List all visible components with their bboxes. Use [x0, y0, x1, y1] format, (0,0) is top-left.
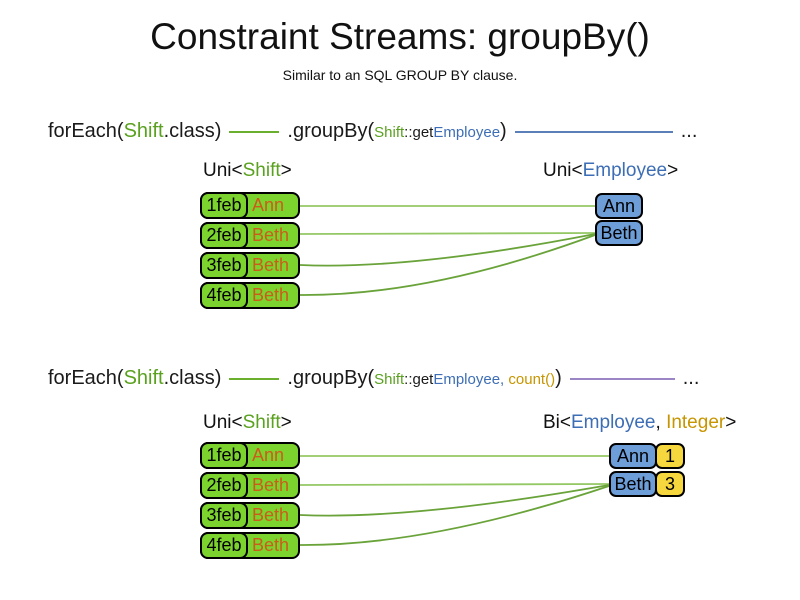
employee-type-token: Employee [571, 412, 656, 433]
shift-date-cell: 4feb [200, 282, 248, 309]
employee-result-box: Ann [609, 443, 657, 469]
label-text: Uni< [203, 160, 243, 181]
shift-type-token: Shift [374, 371, 405, 388]
count-result-box: 3 [655, 471, 685, 497]
shift-employee-cell: Beth [252, 535, 290, 555]
slide-subtitle: Similar to an SQL GROUP BY clause. [282, 67, 518, 83]
employee-type-token: Employee [433, 124, 501, 141]
count-result-box: 1 [655, 443, 685, 469]
uni-employee-label: Uni<Employee> [543, 160, 678, 182]
code-text: forEach( [48, 120, 124, 142]
shift-row: 1feb Ann [200, 442, 300, 469]
label-text: > [725, 412, 737, 433]
groupby-expression: .groupBy(Shift::getEmployee) [287, 120, 506, 143]
shift-employee-cell: Beth [252, 225, 290, 245]
code-text: forEach( [48, 367, 124, 389]
employee-type-token: Employee [582, 160, 668, 181]
uni-shift-label: Uni<Shift> [203, 412, 292, 434]
shift-employee-cell: Beth [252, 505, 290, 525]
connector-line-beth-2feb-2 [299, 483, 610, 486]
shift-type-token: Shift [242, 160, 281, 181]
shift-row: 1feb Ann [200, 192, 300, 219]
label-text: Uni< [543, 160, 583, 181]
groupby-expression: .groupBy(Shift::getEmployee, count()) [287, 367, 561, 390]
label-text: , [655, 412, 667, 433]
shift-date-cell: 1feb [200, 192, 248, 219]
foreach-expression: forEach(Shift.class) [48, 367, 221, 390]
shift-row: 2feb Beth [200, 222, 300, 249]
employee-result-box: Ann [595, 193, 643, 219]
shift-row: 4feb Beth [200, 532, 300, 559]
shift-row: 2feb Beth [200, 472, 300, 499]
ellipsis: ... [682, 367, 700, 389]
shift-type-token: Shift [374, 124, 405, 141]
slide-title: Constraint Streams: groupBy() [150, 16, 650, 57]
code-line-groupby: forEach(Shift.class) .groupBy(Shift::get… [48, 120, 697, 143]
connector-line-beth-3feb [299, 233, 596, 267]
employee-result-box: Beth [595, 220, 643, 246]
code-text: .groupBy( [287, 120, 375, 142]
label-text: Uni< [203, 412, 243, 433]
uni-shift-label: Uni<Shift> [203, 160, 292, 182]
connector-line-beth-2feb [299, 232, 596, 235]
connector-line-beth-3feb-2 [299, 484, 610, 517]
shift-type-token: Shift [123, 120, 164, 142]
code-text: .class) [163, 120, 222, 142]
label-text: > [667, 160, 679, 181]
label-text: > [280, 160, 292, 181]
ellipsis: ... [680, 120, 698, 142]
code-text: ) [555, 367, 562, 389]
shift-employee-cell: Beth [252, 475, 290, 495]
foreach-expression: forEach(Shift.class) [48, 120, 221, 143]
code-text: .groupBy( [287, 367, 375, 389]
shift-date-cell: 4feb [200, 532, 248, 559]
label-text: > [280, 412, 292, 433]
shift-table: 1feb Ann 2feb Beth 3feb Beth 4feb Beth [200, 192, 300, 309]
bi-employee-integer-label: Bi<Employee, Integer> [543, 412, 736, 434]
stream-line-green [229, 377, 280, 380]
stream-line-purple [569, 377, 675, 380]
shift-employee-cell: Ann [252, 445, 285, 465]
code-text: ::get [404, 371, 434, 388]
code-text: ) [500, 120, 507, 142]
label-text: Bi< [543, 412, 571, 433]
shift-date-cell: 3feb [200, 252, 248, 279]
shift-type-token: Shift [123, 367, 164, 389]
employee-result-box: Beth [609, 471, 657, 497]
shift-row: 3feb Beth [200, 502, 300, 529]
shift-employee-cell: Beth [252, 255, 290, 275]
shift-date-cell: 1feb [200, 442, 248, 469]
shift-table: 1feb Ann 2feb Beth 3feb Beth 4feb Beth [200, 442, 300, 559]
shift-employee-cell: Ann [252, 195, 285, 215]
connector-line-beth-4feb-2 [299, 485, 610, 546]
count-function-token: count() [504, 371, 556, 388]
employee-type-token: Employee, [433, 371, 505, 388]
shift-type-token: Shift [242, 412, 281, 433]
stream-line-blue [514, 130, 673, 133]
code-text: ::get [404, 124, 434, 141]
stream-line-green [229, 130, 280, 133]
shift-date-cell: 2feb [200, 472, 248, 499]
code-line-groupby-count: forEach(Shift.class) .groupBy(Shift::get… [48, 367, 699, 390]
shift-date-cell: 2feb [200, 222, 248, 249]
code-text: .class) [163, 367, 222, 389]
shift-employee-cell: Beth [252, 285, 290, 305]
shift-date-cell: 3feb [200, 502, 248, 529]
shift-row: 4feb Beth [200, 282, 300, 309]
connector-line-beth-4feb [299, 234, 596, 296]
integer-type-token: Integer [666, 412, 726, 433]
shift-row: 3feb Beth [200, 252, 300, 279]
